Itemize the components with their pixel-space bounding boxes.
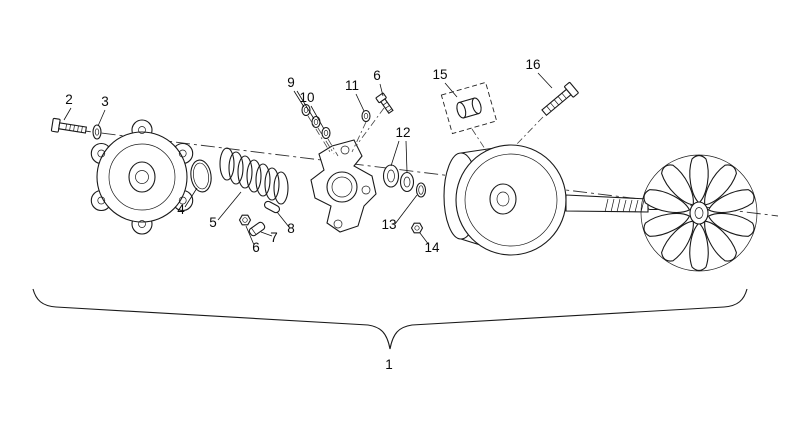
bolt-16 (541, 81, 579, 117)
pin-8 (263, 200, 281, 214)
callout-14: 14 (424, 240, 440, 255)
bolt-7 (248, 221, 266, 237)
connector-10 (327, 138, 339, 157)
bolt-2 (50, 117, 87, 134)
connector-11 (351, 121, 367, 153)
washer-11 (361, 109, 371, 123)
spring-5 (219, 147, 289, 205)
spider-bracket (310, 139, 377, 233)
callout-4: 4 (177, 202, 185, 217)
roller-15 (456, 97, 482, 119)
bolt-6-top (375, 92, 394, 115)
centerline-bolt-16 (513, 116, 544, 148)
callout-7: 7 (270, 230, 278, 245)
o-ring-4 (190, 159, 212, 193)
washer-9a (301, 103, 311, 117)
callout-9: 9 (287, 75, 295, 90)
drive-sheave (443, 144, 567, 256)
callout-12: 12 (395, 125, 410, 140)
callout-6-bottom: 6 (252, 240, 260, 255)
callout-8: 8 (287, 221, 295, 236)
callout-5: 5 (209, 215, 217, 230)
leader-lines (63, 72, 553, 246)
callout-15: 15 (432, 67, 447, 82)
brace-1 (32, 288, 748, 350)
nut-14 (410, 222, 424, 234)
cover-plate (90, 119, 194, 235)
nut-6-bottom (238, 214, 252, 226)
washer-3 (92, 124, 102, 140)
callout-16: 16 (525, 57, 540, 72)
callout-13: 13 (381, 217, 396, 232)
connector-9a (307, 115, 331, 153)
callout-1: 1 (385, 357, 393, 372)
thrust-washers-12 (382, 164, 415, 193)
callout-10: 10 (299, 90, 314, 105)
washer-10 (321, 126, 331, 140)
ring-13 (415, 182, 427, 198)
callout-11: 11 (345, 78, 359, 93)
connector-9b (317, 127, 335, 155)
fan-impeller (640, 154, 758, 272)
callout-3: 3 (101, 94, 109, 109)
callout-6-top: 6 (373, 68, 381, 83)
callout-2: 2 (65, 92, 73, 107)
